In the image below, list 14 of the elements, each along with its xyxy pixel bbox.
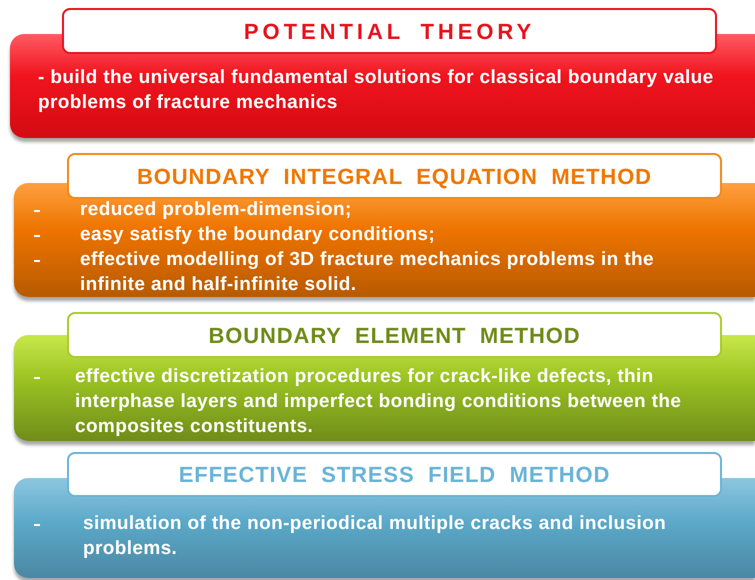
body-text: easy satisfy the boundary conditions;: [80, 223, 436, 247]
colored-band: [14, 452, 755, 578]
title-text: EFFECTIVE STRESS FIELD METHOD: [178, 461, 610, 489]
body-text: effective discretization procedures for crack-like defects, thin interphase layers and imperfect bonding conditions between the composites constituents.: [75, 365, 682, 439]
body-text: effective modelling of 3D fracture mechanics problems in the infinite and half-infinite solid.: [80, 248, 655, 297]
body-text: simulation of the non-periodical multiple cracks and inclusion problems.: [83, 512, 668, 561]
body-text: reduced problem-dimension;: [80, 198, 352, 222]
body-text: - build the universal fundamental solutions for classical boundary value problems of fracture mechanics: [38, 66, 715, 115]
colored-band: [14, 312, 755, 441]
colored-band: [10, 8, 755, 138]
colored-band: [14, 153, 755, 297]
title-text: BOUNDARY ELEMENT METHOD: [208, 322, 580, 350]
title-text: POTENTIAL THEORY: [244, 18, 536, 46]
title-text: BOUNDARY INTEGRAL EQUATION METHOD: [137, 162, 652, 190]
